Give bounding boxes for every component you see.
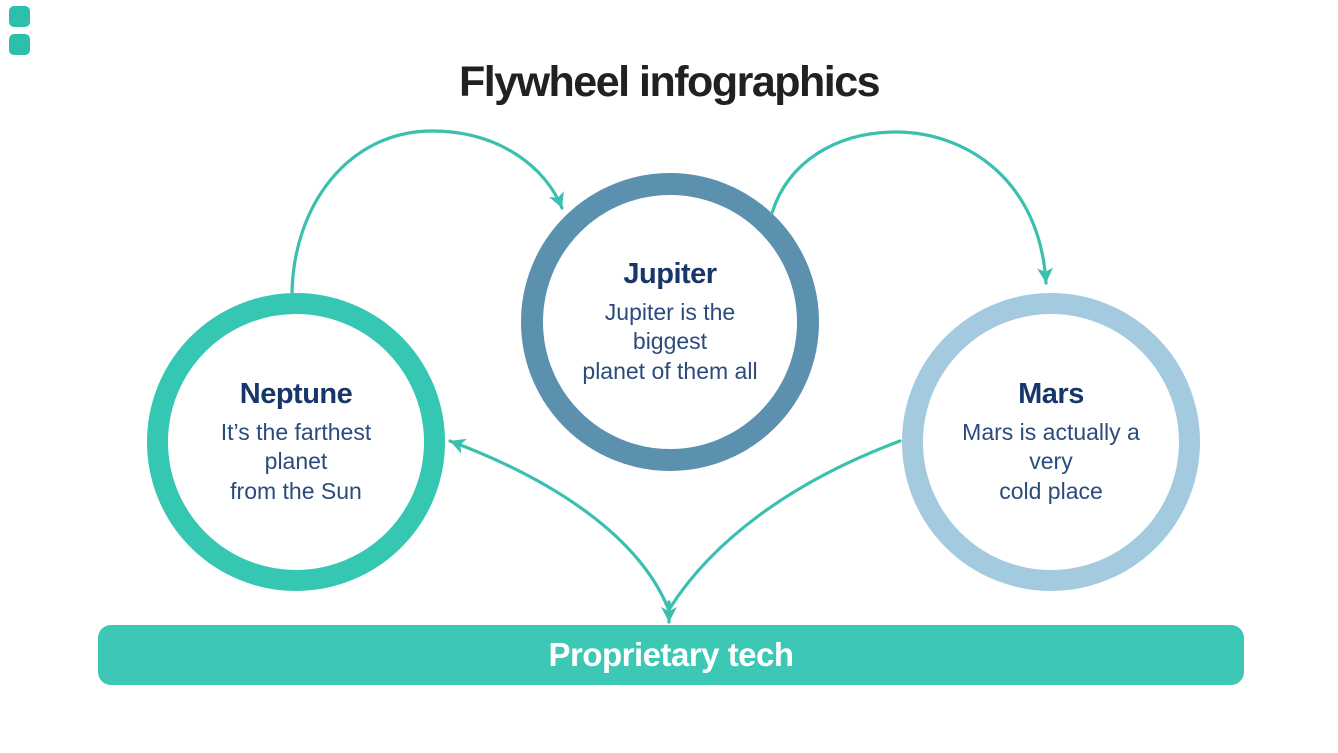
description-line: cold place	[999, 477, 1103, 504]
node-jupiter-description: Jupiter is the biggest planet of them al…	[569, 298, 771, 386]
description-line: Mars is actually a very	[962, 418, 1140, 475]
node-mars: Mars Mars is actually a very cold place	[902, 293, 1200, 591]
description-line: Jupiter is the biggest	[604, 298, 736, 355]
proprietary-tech-label: Proprietary tech	[548, 636, 794, 673]
decor-square-icon	[9, 6, 30, 27]
arrow-jupiter-to-mars-icon	[770, 130, 1054, 285]
node-neptune: Neptune It’s the farthest planet from th…	[147, 293, 445, 591]
proprietary-tech-bar: Proprietary tech	[98, 625, 1244, 685]
description-line: from the Sun	[230, 477, 362, 504]
node-mars-description: Mars is actually a very cold place	[949, 418, 1153, 506]
node-jupiter: Jupiter Jupiter is the biggest planet of…	[521, 173, 819, 471]
arrow-neptune-to-jupiter-icon	[290, 129, 564, 296]
decor-square-icon	[9, 34, 30, 55]
node-neptune-description: It’s the farthest planet from the Sun	[194, 418, 398, 506]
description-line: It’s the farthest planet	[220, 418, 372, 475]
node-neptune-title: Neptune	[239, 377, 353, 410]
description-line: planet of them all	[582, 357, 758, 384]
node-jupiter-title: Jupiter	[623, 257, 717, 290]
page-title: Flywheel infographics	[458, 58, 881, 106]
node-mars-title: Mars	[1018, 377, 1084, 410]
